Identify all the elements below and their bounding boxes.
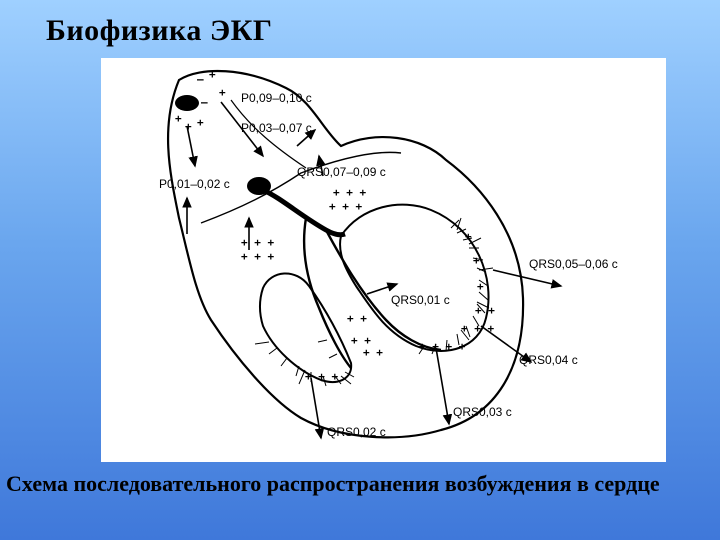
sinoatrial-node: [175, 95, 199, 111]
svg-text:+ + +: + + +: [305, 370, 338, 383]
label-p2: P0,03–0,07 с: [241, 121, 312, 135]
right-ventricle: [259, 272, 353, 383]
label-qrs4: QRS0,04 с: [519, 353, 578, 367]
label-qrs5: QRS0,03 с: [453, 405, 512, 419]
heart-outline: [166, 69, 525, 439]
svg-text:+ +: + +: [351, 334, 371, 347]
purkinje-fibers-left: [418, 217, 494, 355]
slide-caption: Схема последовательного распространения …: [6, 471, 660, 496]
slide-title: Биофизика ЭКГ: [46, 14, 273, 47]
ecg-heart-diagram: – + + – + + + + + + + + + + + + + + + + …: [101, 58, 666, 462]
svg-text:+ + +: + + +: [241, 236, 274, 249]
svg-text:+ +: + +: [363, 346, 383, 359]
svg-text:+: +: [477, 280, 484, 293]
svg-text:+: +: [209, 68, 216, 81]
bundle-of-his: [261, 187, 346, 238]
excitation-vectors: [182, 101, 563, 440]
svg-text:+: +: [197, 116, 204, 129]
svg-text:+ + +: + + +: [241, 250, 274, 263]
svg-text:+ + +: + + +: [333, 186, 366, 199]
svg-text:+ + +: + + +: [329, 200, 362, 213]
heart-conduction-svg: – + + – + + + + + + + + + + + + + + + + …: [159, 68, 618, 440]
svg-text:+: +: [175, 112, 182, 125]
left-ventricle: [339, 203, 490, 352]
svg-text:+: +: [473, 254, 480, 267]
depolarization-signs: – + + – + + + + + + + + + + + + + + + + …: [175, 68, 495, 383]
left-bundle-branch: [324, 229, 442, 352]
label-p1: P0,09–0,10 с: [241, 91, 312, 105]
svg-text:+: +: [465, 230, 472, 243]
label-qrs1: QRS0,07–0,09 с: [297, 165, 386, 179]
svg-text:+: +: [219, 86, 226, 99]
label-qrs2: QRS0,05–0,06 с: [529, 257, 618, 271]
svg-text:+ +: + +: [475, 304, 495, 317]
svg-text:–: –: [201, 96, 208, 109]
label-qrs3: QRS0,01 с: [391, 293, 450, 307]
label-p3: P0,01–0,02 с: [159, 177, 230, 191]
label-qrs6: QRS0,02 с: [327, 425, 386, 439]
svg-text:–: –: [197, 73, 204, 86]
svg-text:+ + + +: + + + +: [419, 340, 466, 353]
svg-text:+ +: + +: [347, 312, 367, 325]
svg-text:+: +: [185, 120, 192, 133]
svg-text:+ + +: + + +: [461, 322, 494, 335]
atrial-divider-2: [230, 99, 307, 169]
right-bundle-branch: [302, 217, 352, 369]
atrial-divider: [200, 151, 402, 224]
purkinje-fibers-right: [254, 339, 355, 387]
